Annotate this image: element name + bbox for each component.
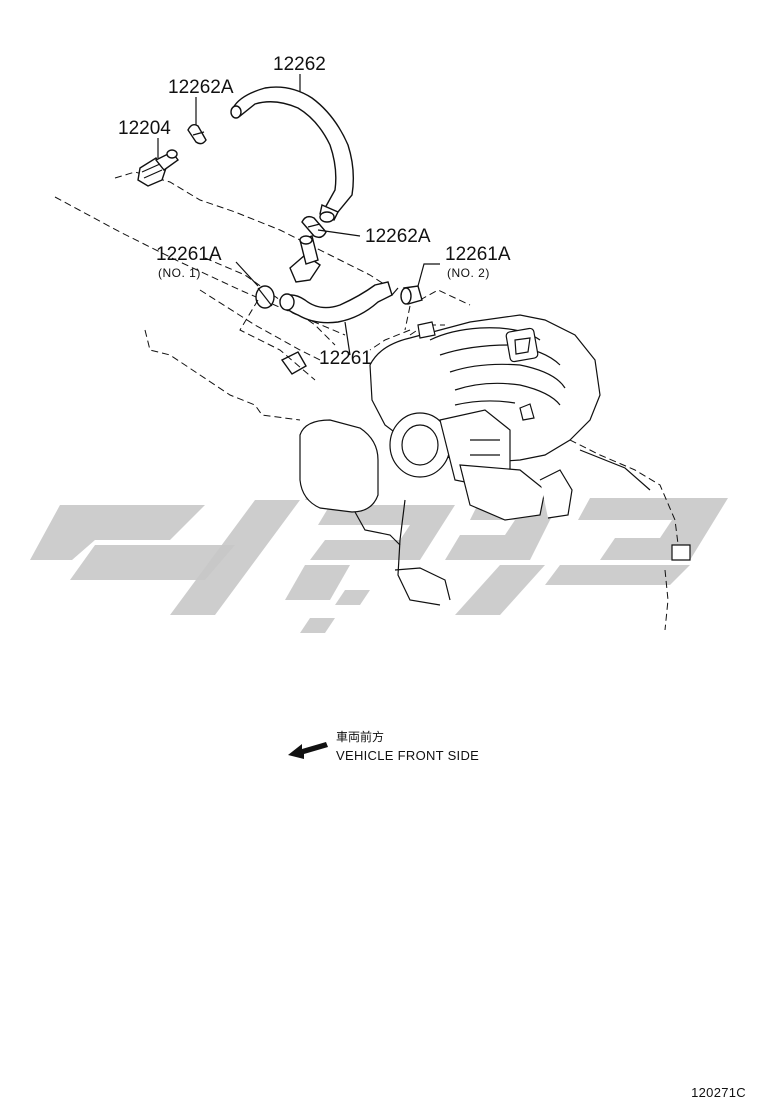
front-note-jp: 車両前方 [336,730,385,744]
callout-12261a-no1-sub: (NO. 1) [158,266,201,280]
callout-12261a-no2: 12261A [445,244,511,265]
pcv-valve-part [137,149,179,187]
reference-code: 120271C [691,1085,746,1100]
lower-clamp-part [301,215,327,239]
clamp-no1-part [255,285,275,309]
callout-12262a-upper: 12262A [168,77,234,98]
front-note-en: VEHICLE FRONT SIDE [336,748,480,763]
callout-labels: 12262 12262A 12204 12262A 12261A (NO. 1)… [118,54,511,369]
callout-12204: 12204 [118,118,171,139]
callout-12262a-lower: 12262A [365,226,431,247]
lower-hose-part [279,235,393,375]
callout-12261a-no1: 12261A [156,244,222,265]
clamp-no2-part [391,285,423,305]
callout-12261a-no2-sub: (NO. 2) [447,266,490,280]
upper-hose-part [230,86,355,223]
leader-lines [157,74,440,381]
callout-12261: 12261 [319,348,372,369]
callout-12262: 12262 [273,54,326,75]
intake-manifold [299,314,691,606]
watermark-logo [30,475,728,633]
left-arrow-icon [288,742,328,759]
upper-clamp-part [187,123,207,145]
